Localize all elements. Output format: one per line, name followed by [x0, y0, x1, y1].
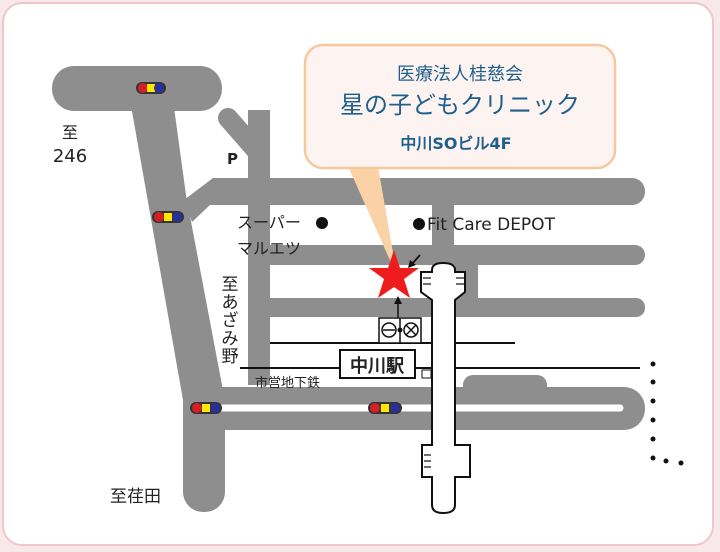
bubble: 医療法人桂慈会 星の子どもクリニック 中川SOビル4F — [303, 43, 617, 276]
road-connector-fit — [432, 200, 454, 250]
fitcare-label: Fit Care DEPOT — [427, 215, 556, 235]
traffic-lights — [136, 82, 402, 414]
station-name-box: 中川駅 — [339, 349, 416, 379]
arrow-up-icon — [394, 296, 402, 318]
fitcare-marker-icon — [413, 218, 425, 230]
arrow-diagonal-icon — [408, 254, 421, 268]
traffic-light-icon — [136, 82, 166, 94]
bank-icon — [381, 322, 397, 338]
svg-text:至: 至 — [222, 275, 239, 295]
station-building — [420, 261, 471, 515]
parking-label: P — [227, 150, 238, 168]
road-h2 — [255, 245, 645, 265]
road-diagonal-p — [218, 108, 266, 160]
to-246-label-a: 至 — [62, 123, 78, 142]
supermarket-marker-icon — [316, 217, 328, 229]
bubble-tail — [348, 166, 397, 276]
azamino-label: 至 あ ざ み 野 — [222, 275, 239, 367]
bank-post-icons — [378, 317, 422, 344]
traffic-light-icon — [368, 402, 402, 414]
svg-text:み: み — [222, 329, 239, 349]
road-south-bump — [463, 375, 547, 397]
road-main-slanted — [130, 100, 225, 400]
station-stairs — [423, 277, 464, 468]
supermarket-label-b: マルエツ — [237, 239, 301, 258]
subway-label: 市営地下鉄 — [255, 375, 320, 391]
clinic-star-icon — [369, 250, 419, 298]
svg-text:ざ: ざ — [222, 310, 239, 331]
post-office-icon — [403, 322, 419, 338]
svg-text:あ: あ — [222, 293, 239, 313]
clinic-name: 星の子どもクリニック — [340, 91, 580, 119]
road-h1 — [205, 178, 645, 205]
station-label: 中川駅 — [350, 355, 405, 377]
to-246-label-b: 246 — [53, 146, 87, 167]
station-entrance-mark — [421, 369, 432, 379]
path-dots — [650, 361, 684, 466]
svg-text:野: 野 — [222, 347, 239, 367]
supermarket-label-a: スーパー — [237, 213, 301, 232]
to-eda-label: 至荏田 — [110, 487, 161, 507]
traffic-light-icon — [190, 402, 222, 414]
traffic-light-icon — [152, 211, 184, 223]
building-name: 中川SOビル4F — [400, 134, 511, 153]
org-name: 医療法人桂慈会 — [397, 64, 523, 85]
roads — [52, 66, 645, 512]
